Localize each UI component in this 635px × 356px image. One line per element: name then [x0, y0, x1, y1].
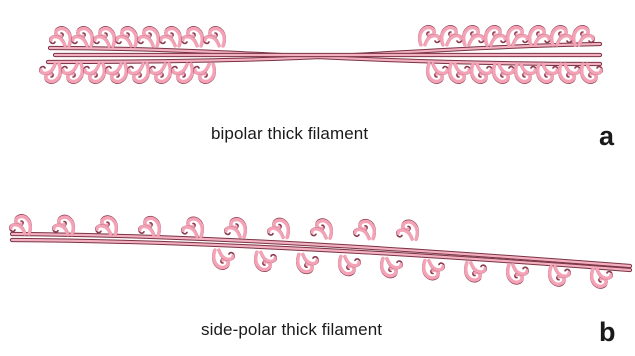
myosin-head-icon	[138, 27, 159, 46]
myosin-head-icon	[354, 220, 375, 239]
myosin-head-icon	[507, 26, 528, 45]
myosin-head-icon	[255, 252, 276, 271]
myosin-head-icon	[84, 64, 105, 83]
myosin-head-icon	[94, 27, 115, 46]
myosin-head-icon	[529, 26, 550, 45]
myosin-head-icon	[381, 258, 402, 277]
myosin-head-icon	[339, 256, 360, 275]
myosin-head-icon	[397, 220, 418, 239]
myosin-head-icon	[106, 64, 127, 83]
myosin-head-icon	[182, 27, 203, 46]
myosin-head-icon	[311, 219, 332, 238]
myosin-head-icon	[213, 250, 234, 269]
myosin-head-icon	[449, 64, 470, 83]
myosin-head-icon	[62, 64, 83, 83]
myosin-head-icon	[72, 27, 93, 46]
sidepolar-filament-diagram	[0, 178, 635, 298]
myosin-head-icon	[116, 27, 137, 46]
myosin-head-icon	[573, 26, 594, 45]
myosin-head-icon	[581, 64, 602, 83]
panel-bipolar: bipolar thick filament a	[0, 0, 635, 178]
myosin-head-icon	[268, 219, 289, 238]
panel-sidepolar: side-polar thick filament b	[0, 178, 635, 356]
myosin-head-icon	[471, 64, 492, 83]
myosin-head-icon	[419, 26, 440, 45]
myosin-head-icon	[427, 64, 448, 83]
myosin-head-icon	[465, 263, 486, 282]
myosin-head-icon	[423, 261, 444, 280]
myosin-head-icon	[204, 27, 225, 46]
myosin-head-icon	[507, 265, 528, 284]
myosin-head-icon	[441, 26, 462, 45]
myosin-head-icon	[40, 64, 61, 83]
myosin-head-icon	[549, 267, 570, 286]
caption-sidepolar: side-polar thick filament	[201, 320, 382, 340]
myosin-head-icon	[463, 26, 484, 45]
myosin-head-icon	[128, 64, 149, 83]
myosin-head-icon	[96, 216, 117, 235]
myosin-head-icon	[194, 64, 215, 83]
myosin-head-icon	[559, 64, 580, 83]
myosin-head-icon	[150, 64, 171, 83]
myosin-head-icon	[493, 64, 514, 83]
caption-bipolar: bipolar thick filament	[211, 124, 368, 144]
panel-letter-b: b	[599, 319, 616, 346]
myosin-head-icon	[297, 254, 318, 273]
myosin-head-icon	[160, 27, 181, 46]
myosin-head-icon	[225, 218, 246, 237]
myosin-head-icon	[551, 26, 572, 45]
myosin-head-icon	[53, 216, 74, 235]
myosin-head-icon	[139, 217, 160, 236]
myosin-head-icon	[591, 269, 612, 288]
myosin-head-icon	[50, 27, 71, 46]
myosin-head-icon	[537, 64, 558, 83]
myosin-head-icon	[172, 64, 193, 83]
myosin-head-icon	[485, 26, 506, 45]
myosin-head-icon	[10, 215, 31, 234]
bipolar-filament-diagram	[0, 0, 635, 120]
myosin-head-icon	[515, 64, 536, 83]
myosin-head-icon	[182, 217, 203, 236]
panel-letter-a: a	[599, 123, 614, 150]
